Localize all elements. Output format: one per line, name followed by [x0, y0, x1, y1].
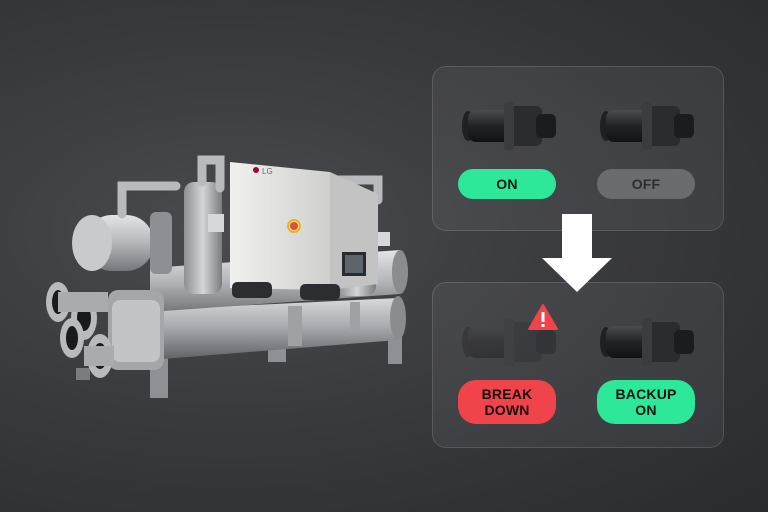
- breakdown-label: BREAK DOWN: [481, 386, 533, 418]
- condenser-shell: [150, 296, 406, 360]
- control-panel-cabinet: LG: [230, 162, 378, 290]
- compressor-housing-left: [184, 182, 224, 294]
- water-nozzles: [46, 282, 114, 378]
- compressor-2-backup-icon: [600, 318, 694, 366]
- backup-on-label: BACKUP ON: [615, 386, 677, 418]
- arrow-down-icon: [542, 214, 612, 292]
- compressor-2-backup-badge: BACKUP ON: [597, 380, 695, 424]
- water-box: [108, 290, 164, 370]
- compressor-motors: [232, 282, 340, 300]
- warning-icon: [528, 304, 558, 330]
- compressor-1-icon: [462, 102, 556, 150]
- compressor-2-icon: [600, 102, 694, 150]
- chiller-brand-logo: LG: [262, 167, 273, 176]
- compressor-1-failed-icon: [462, 318, 556, 366]
- oil-separator-tank: [72, 212, 172, 274]
- compressor-1-breakdown-badge: BREAK DOWN: [458, 380, 556, 424]
- compressor-2-status-badge: OFF: [597, 169, 695, 199]
- compressor-1-status-badge: ON: [458, 169, 556, 199]
